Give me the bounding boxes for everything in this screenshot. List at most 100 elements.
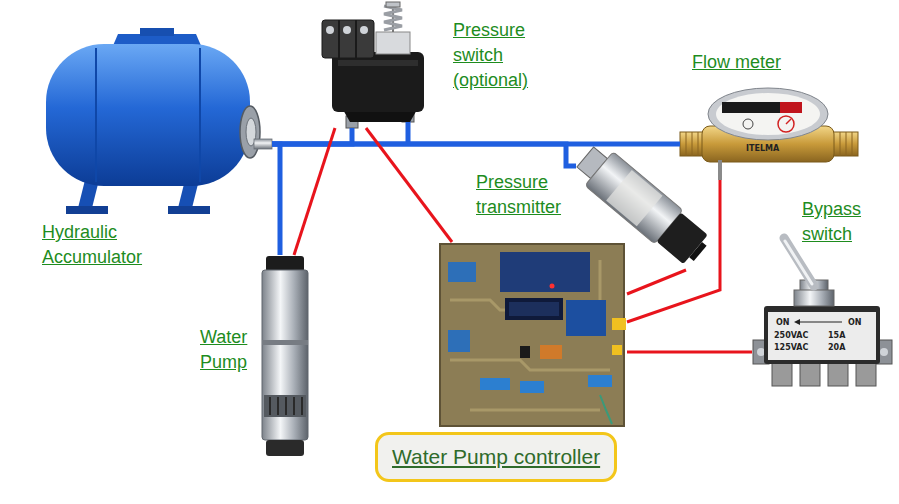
controller-board-drawing-part	[520, 346, 530, 358]
pressure-switch-drawing	[322, 2, 424, 144]
device-marking: 15A	[828, 331, 845, 340]
flow-meter-drawing-part	[708, 88, 828, 140]
bypass-switch-drawing-part	[784, 238, 814, 286]
bypass-switch-drawing-part	[785, 241, 812, 284]
flow-meter-drawing	[680, 88, 858, 180]
bypass-switch-drawing-part	[794, 319, 800, 325]
component-label: Water Pump	[200, 325, 255, 375]
signal-wire	[294, 128, 335, 255]
pressure-switch-drawing-part	[343, 26, 351, 34]
signal-wire	[366, 128, 452, 242]
pressure-switch-node: Pressure switch (optional)	[318, 2, 428, 128]
component-label: Pressure transmitter	[476, 170, 586, 220]
pressure-transmitter-node: Pressure transmitter	[576, 146, 714, 270]
flow-meter-drawing-part	[698, 132, 699, 156]
device-marking: ON	[848, 318, 862, 327]
bypass-switch-drawing-part	[764, 306, 880, 364]
flow-meter-drawing-part	[722, 102, 780, 113]
controller-board-drawing-part	[480, 378, 510, 390]
pressure-switch-drawing-part	[338, 20, 340, 58]
controller-label: Water Pump controller	[375, 432, 617, 482]
controller-board-drawing-part	[540, 345, 562, 359]
flow-meter-drawing-part	[846, 132, 847, 156]
accumulator-drawing-part	[168, 206, 210, 214]
controller-board-drawing-part	[440, 244, 624, 426]
water-pump-drawing-part	[285, 397, 287, 415]
pressure-switch-drawing-part	[376, 32, 410, 54]
controller-board-drawing-part	[550, 284, 555, 289]
water-pump-node: Water Pump	[258, 255, 312, 458]
bypass-switch-drawing-part	[880, 348, 888, 356]
bypass-switch-drawing-part	[796, 322, 842, 323]
controller-board-drawing-part	[505, 298, 563, 320]
component-label: Bypass switch	[802, 197, 882, 247]
flow-meter-drawing-part	[743, 119, 753, 129]
flow-meter-drawing-part	[840, 132, 841, 156]
device-marking: 125VAC	[774, 343, 808, 352]
flow-meter-drawing-part	[832, 132, 858, 156]
water-pump-drawing-part	[269, 397, 271, 415]
pressure-transmitter-drawing-part	[606, 170, 662, 226]
connectors	[272, 128, 752, 352]
pressure-switch-drawing-part	[386, 2, 400, 7]
pressure-switch-drawing-part	[326, 26, 334, 34]
pressure-switch-drawing-part	[384, 6, 402, 30]
pressure-switch-drawing-part	[332, 52, 424, 112]
controller-node: Water Pump controller	[437, 242, 627, 428]
signal-wire	[627, 270, 686, 294]
bypass-switch-node: Bypass switchONON250VAC15A125VAC20A	[752, 222, 893, 400]
bypass-switch-drawing-part	[856, 362, 876, 386]
controller-board-drawing-part	[588, 375, 612, 387]
accumulator-drawing-part	[199, 48, 201, 182]
flow-meter-drawing-part	[778, 116, 794, 132]
controller-board-drawing-part	[448, 262, 476, 282]
water-pump-drawing-part	[277, 397, 279, 415]
flow-meter-drawing-part	[786, 119, 791, 124]
pressure-switch-drawing-part	[355, 20, 357, 58]
pressure-transmitter-drawing-part	[657, 213, 708, 265]
water-pump-drawing	[262, 256, 308, 456]
flow-meter-drawing-part	[780, 102, 802, 113]
bypass-switch-drawing	[753, 238, 892, 386]
signal-wire	[627, 180, 720, 322]
pressure-switch-drawing-part	[338, 60, 418, 66]
water-pump-drawing-part	[266, 440, 304, 456]
controller-board-drawing-part	[566, 300, 606, 336]
accumulator-node: Hydraulic Accumulator	[40, 30, 272, 220]
water-pipe	[272, 144, 280, 255]
controller-board-drawing-part	[612, 318, 626, 330]
accumulator-drawing-part	[240, 106, 260, 158]
device-marking: 250VAC	[774, 331, 808, 340]
water-pump-drawing-part	[293, 397, 295, 415]
component-label: Pressure switch (optional)	[453, 18, 558, 93]
accumulator-drawing	[46, 28, 272, 214]
flow-meter-drawing-part	[718, 160, 722, 180]
flow-meter-drawing-part	[852, 132, 853, 156]
flow-meter-node: Flow meterITELMA	[680, 86, 858, 180]
water-pipe	[272, 144, 576, 166]
controller-board-drawing-part	[612, 345, 622, 355]
bypass-switch-drawing-part	[828, 362, 848, 386]
device-marking: ON	[776, 318, 790, 327]
bypass-switch-drawing-part	[800, 362, 820, 386]
component-label: Hydraulic Accumulator	[42, 220, 172, 270]
device-marking: ITELMA	[746, 144, 779, 153]
flow-meter-drawing-part	[686, 132, 687, 156]
pressure-switch-drawing-part	[360, 26, 368, 34]
bypass-switch-drawing-part	[757, 348, 765, 356]
water-pump-drawing-part	[264, 395, 306, 417]
pressure-switch-drawing-part	[322, 20, 374, 58]
bypass-switch-drawing-part	[768, 312, 876, 360]
pressure-transmitter-drawing-part	[689, 242, 706, 261]
controller-board-drawing-part	[509, 302, 559, 316]
accumulator-drawing-part	[140, 28, 174, 36]
controller-board-drawing-part	[500, 252, 590, 292]
bypass-switch-drawing-part	[794, 290, 834, 306]
controller-board-drawing	[440, 244, 626, 426]
flow-meter-drawing-part	[716, 93, 820, 135]
bypass-switch-drawing-part	[772, 362, 792, 386]
water-pipe	[272, 142, 680, 147]
water-pump-drawing-part	[262, 270, 308, 440]
